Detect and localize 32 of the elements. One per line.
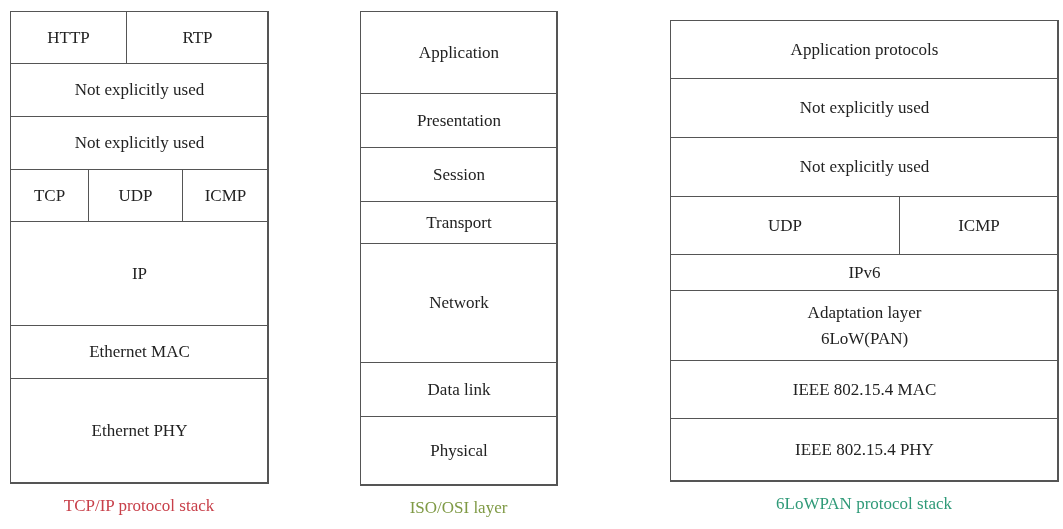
stack-caption: ISO/OSI layer <box>408 498 509 518</box>
layer-label: ICMP <box>958 214 1000 237</box>
layer-label: IP <box>131 262 148 285</box>
layer-label: Ethernet MAC <box>89 341 190 364</box>
layer-label: Not explicitly used <box>74 79 205 102</box>
layer-label: Not explicitly used <box>74 132 205 155</box>
layer-label: Network <box>429 292 489 315</box>
layer-label: Not explicitly used <box>799 156 930 179</box>
layer-label: Session <box>433 163 485 186</box>
layer-label: IEEE 802.15.4 PHY <box>795 439 934 462</box>
layer-label: Ethernet PHY <box>91 420 188 443</box>
layer-label: Not explicitly used <box>799 97 930 120</box>
layer-label: Application <box>418 41 500 64</box>
stack-caption: TCP/IP protocol stack <box>62 496 216 516</box>
layer-cell <box>670 418 1059 482</box>
layer-label: Adaptation layer 6LoW(PAN) <box>806 302 923 350</box>
stack-caption: 6LoWPAN protocol stack <box>775 494 953 514</box>
layer-label: UDP <box>768 214 802 237</box>
layer-label: Data link <box>427 378 491 401</box>
layer-label: Application protocols <box>790 38 939 61</box>
layer-label: Physical <box>430 440 488 463</box>
layer-label: TCP <box>33 184 66 207</box>
layer-label: Presentation <box>416 109 501 132</box>
layer-label: IPv6 <box>848 261 881 284</box>
layer-cell <box>10 378 269 484</box>
layer-label: RTP <box>182 26 213 49</box>
layer-cell <box>360 416 558 486</box>
layer-label: UDP <box>118 184 153 207</box>
layer-label: Transport <box>426 211 492 234</box>
layer-label: ICMP <box>204 184 247 207</box>
layer-label: IEEE 802.15.4 MAC <box>792 378 937 401</box>
layer-label: HTTP <box>47 26 90 49</box>
